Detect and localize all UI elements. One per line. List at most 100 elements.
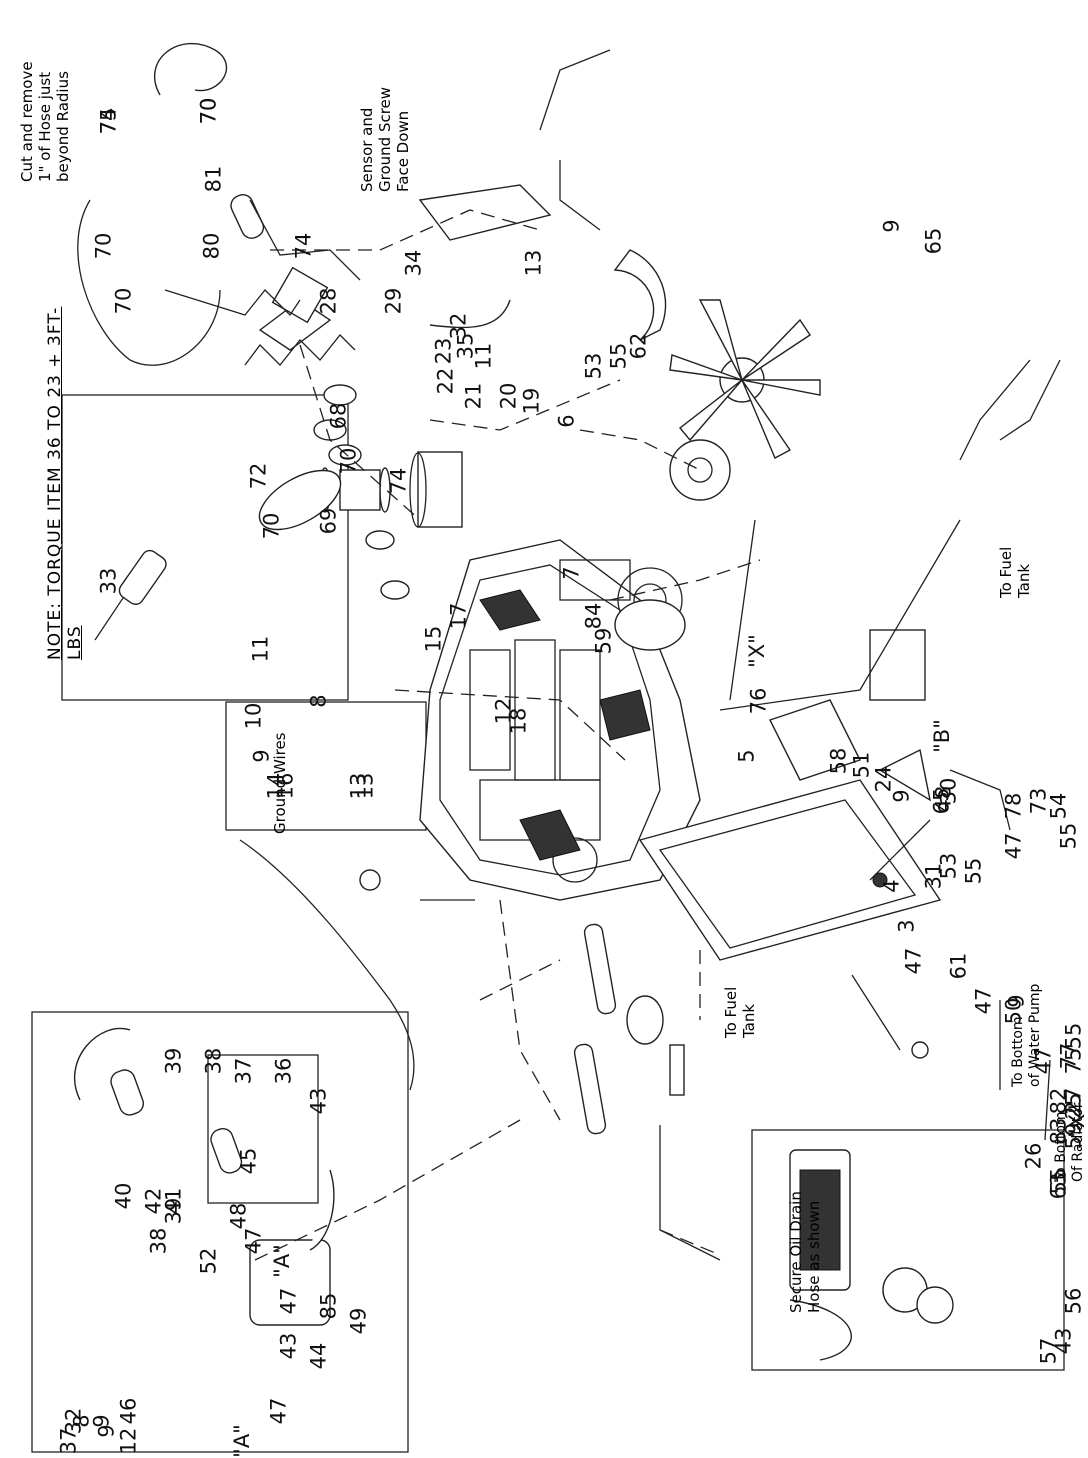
callout-leftbox-2: 37: [231, 1057, 256, 1085]
callout-top-25: 13: [346, 772, 371, 800]
hose-74-top: [154, 42, 228, 96]
callout-top-32: 84: [581, 602, 606, 630]
callout-leftbox-13: "A": [269, 1244, 294, 1278]
callout-middle-19: 30: [936, 777, 961, 805]
callout-middle-12: 9: [879, 219, 904, 233]
callout-middle-8: 62: [626, 332, 651, 360]
callout-top-39: 47: [1001, 832, 1026, 860]
callout-leftbox-18: 43: [276, 1332, 301, 1360]
fuel-pump-30: [626, 995, 664, 1045]
callout-leftbox-11: 48: [226, 1202, 251, 1230]
callout-leftbox-3: 36: [271, 1057, 296, 1085]
fuel-tank-note-mid: To Fuel Tank: [722, 958, 758, 1038]
callout-middle-2: 20: [496, 382, 521, 410]
callout-top-35: 5: [734, 749, 759, 763]
callout-middle-31: 50: [1001, 997, 1026, 1025]
callout-middle-14: 58: [826, 747, 851, 775]
water-pump: [614, 599, 686, 651]
callout-top-29: 18: [506, 707, 531, 735]
sensor-part: [258, 469, 342, 531]
fan-shroud: [613, 249, 667, 341]
callout-top-26: 15: [421, 625, 446, 653]
callout-leftbox-20: 47: [266, 1397, 291, 1425]
callout-top-3: 81: [201, 165, 226, 193]
callout-leftbox-4: 43: [306, 1087, 331, 1115]
fuel-filter-31: [869, 629, 926, 701]
callout-top-33: 59: [591, 627, 616, 655]
callout-middle-4: 23: [431, 337, 456, 365]
callout-top-13: 74: [386, 467, 411, 495]
callout-middle-17: 9: [889, 789, 914, 803]
callout-leftbox-21: 46: [116, 1397, 141, 1425]
mount-bracket: [769, 699, 861, 781]
callout-top-5: 70: [91, 232, 116, 260]
filter-bowl-85: [249, 1239, 331, 1326]
cut-hose-line-1: Cut and remove: [18, 61, 36, 182]
callout-top-8: 72: [246, 462, 271, 490]
callout-top-10: 68: [326, 402, 351, 430]
pulley: [669, 439, 731, 501]
callout-middle-28: 47: [901, 947, 926, 975]
hose-53: [583, 923, 617, 1015]
fuel-tank-mid-line-2: Tank: [740, 1003, 758, 1038]
oil-drain-inset-box: [751, 1129, 1065, 1371]
callout-top-44: 75: [96, 107, 121, 135]
callout-top-11: 70: [336, 447, 361, 475]
callout-leftbox-27: 12: [116, 1427, 141, 1455]
callout-middle-1: 21: [461, 382, 486, 410]
callout-leftbox-0: 39: [161, 1047, 186, 1075]
callout-middle-9: 55: [606, 342, 631, 370]
callout-top-14: 29: [381, 287, 406, 315]
gasket-29: [271, 266, 329, 324]
callout-middle-3: 19: [519, 387, 544, 415]
air-cleaner-22: [417, 451, 463, 528]
callout-middle-42: 59: [1061, 1122, 1086, 1150]
callout-middle-39: 27: [1061, 1087, 1086, 1115]
callout-top-31: 7: [559, 566, 584, 580]
fuel-tank-note-top: To Fuel Tank: [997, 518, 1033, 598]
callout-leftbox-26: 9: [94, 1424, 119, 1438]
callout-middle-6: 11: [471, 342, 496, 370]
callout-top-18: 11: [248, 635, 273, 663]
callout-leftbox-9: 39: [161, 1197, 186, 1225]
fuel-tank-top-line-1: To Fuel: [997, 546, 1015, 598]
callout-middle-30: 47: [971, 987, 996, 1015]
callout-middle-32: 47: [1031, 1047, 1056, 1075]
callout-leftbox-28: "A": [229, 1424, 254, 1458]
sensor-line-1: Sensor and: [358, 107, 376, 192]
callout-oilbox-2: 57: [1036, 1337, 1061, 1365]
sensor-line-3: Face Down: [394, 110, 412, 192]
callout-top-34: 76: [746, 687, 771, 715]
callout-top-36: "B": [929, 719, 954, 753]
callout-top-9: 69: [316, 507, 341, 535]
hose-55: [573, 1043, 607, 1135]
callout-top-20: 9: [249, 749, 274, 763]
callout-top-7: 33: [96, 567, 121, 595]
callout-middle-13: 65: [921, 227, 946, 255]
callout-middle-0: 22: [433, 367, 458, 395]
callout-top-30: 6: [554, 414, 579, 428]
callout-oilbox-0: 56: [1061, 1287, 1086, 1315]
callout-leftbox-17: 44: [306, 1342, 331, 1370]
callout-leftbox-7: 40: [111, 1182, 136, 1210]
callout-leftbox-15: 47: [276, 1287, 301, 1315]
callout-middle-41: 63: [1046, 1172, 1071, 1200]
torque-note: NOTE: TORQUE ITEM 36 TO 23 + 3FT-LBS: [45, 306, 85, 660]
callout-middle-40: 26: [1021, 1142, 1046, 1170]
callout-leftbox-5: 45: [236, 1147, 261, 1175]
callout-middle-15: 51: [849, 751, 874, 779]
callout-middle-11: "X": [744, 634, 769, 668]
callout-top-16: 34: [401, 249, 426, 277]
oil-pan: [638, 779, 942, 961]
callout-top-43: 70: [196, 97, 221, 125]
callout-middle-29: 61: [946, 952, 971, 980]
callout-middle-27: 3: [894, 919, 919, 933]
callout-top-38: 78: [1001, 792, 1026, 820]
callout-leftbox-19: 85: [316, 1292, 341, 1320]
cut-hose-line-3: beyond Radius: [54, 71, 72, 182]
fuel-filter-inset-box: [31, 1011, 409, 1453]
fuel-tank-top-line-2: Tank: [1015, 563, 1033, 598]
filter-sub-box: [207, 1054, 319, 1204]
callout-middle-10: 53: [581, 352, 606, 380]
